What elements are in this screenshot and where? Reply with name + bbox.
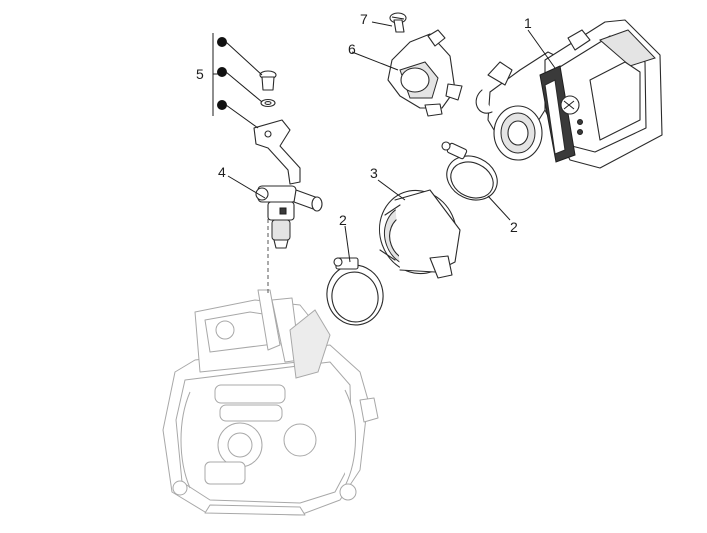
- callout-7: 7: [360, 11, 368, 27]
- throttle-body: [475, 19, 663, 169]
- callout-2-right: 2: [510, 219, 518, 235]
- injector-bracket-kit: [253, 70, 301, 185]
- callout-3: 3: [370, 165, 378, 181]
- kit-bracket-marker: [212, 33, 227, 116]
- callout-1: 1: [524, 15, 532, 31]
- hose-clamp-upper: [441, 141, 498, 201]
- fuel-injector: [255, 185, 323, 249]
- callout-2-left: 2: [339, 212, 347, 228]
- cover-screw: [389, 12, 407, 33]
- callout-6: 6: [348, 41, 356, 57]
- throttle-cover: [387, 29, 463, 117]
- callout-5: 5: [196, 66, 204, 82]
- intake-manifold: [378, 189, 461, 279]
- leader-lines: [225, 21, 556, 263]
- cylinder-head: [162, 289, 379, 516]
- callout-4: 4: [218, 164, 226, 180]
- hose-clamp-lower: [326, 257, 384, 326]
